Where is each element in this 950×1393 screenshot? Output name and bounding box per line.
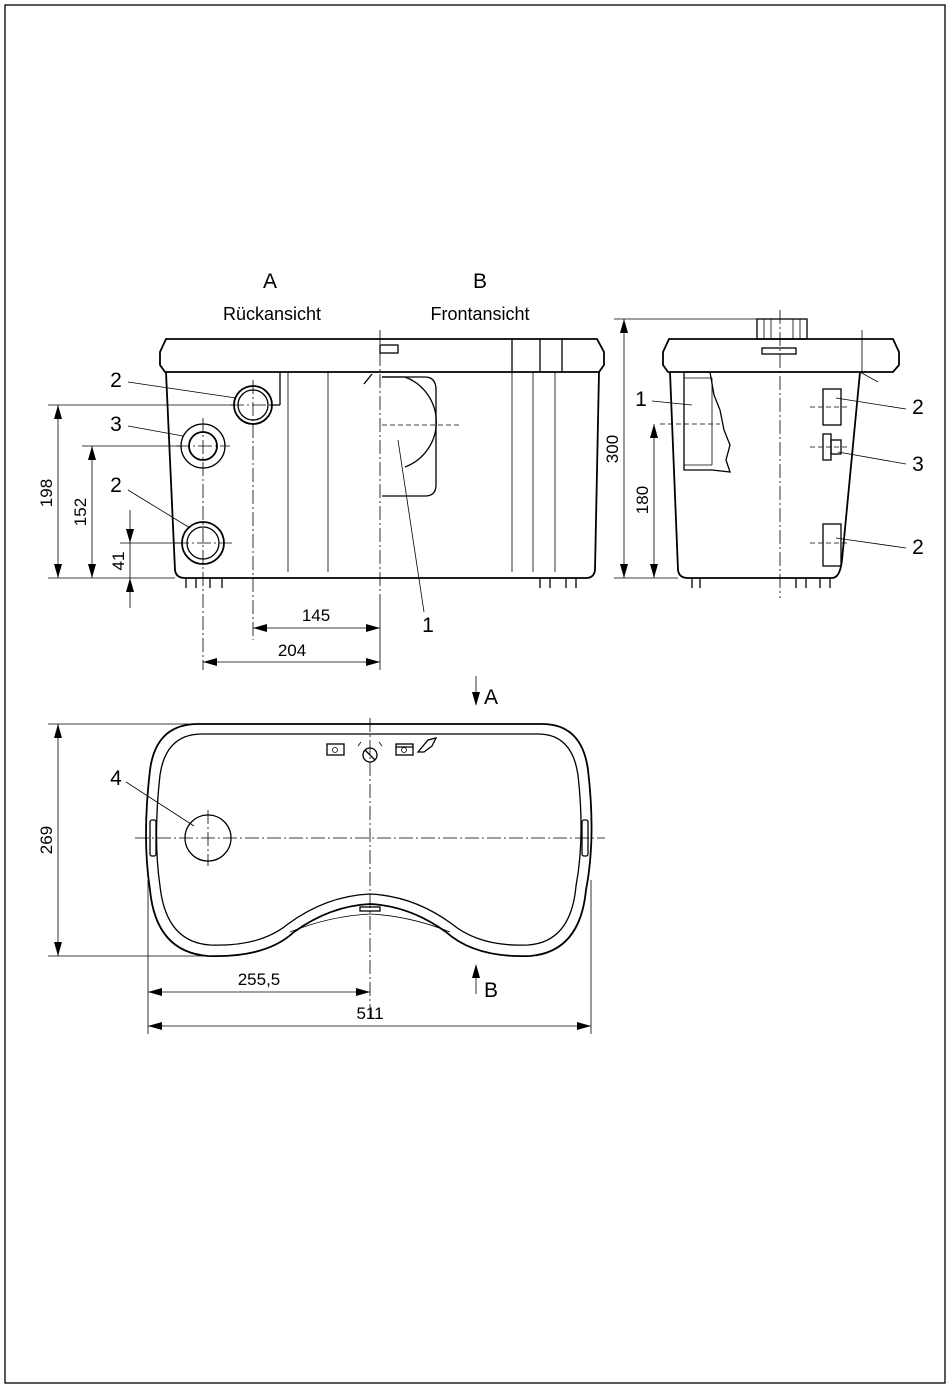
side-lid: [663, 339, 899, 372]
elevation-dimensions: 198 152 41 145 204: [37, 405, 380, 670]
view-arrow-b-label: B: [484, 979, 498, 1002]
lid-outline: [160, 339, 604, 372]
top-callouts: 4: [110, 767, 194, 826]
dim-300: 300: [603, 435, 622, 463]
dim-152: 152: [71, 498, 90, 526]
callout-side-3: 3: [912, 453, 924, 476]
view-arrow-a-label: A: [484, 686, 498, 709]
side-dimensions: 300 180: [603, 319, 757, 578]
top-view: [135, 718, 605, 1020]
lid-symbol-right-icon: [396, 744, 413, 755]
side-body: [670, 372, 860, 578]
lid-symbol-left-icon: [327, 744, 344, 755]
dim-511: 511: [356, 1004, 383, 1023]
side-view: [660, 310, 899, 598]
body-outline: [166, 372, 599, 578]
view-arrow-a: A: [472, 676, 498, 709]
callout-rear-3: 3: [110, 413, 122, 436]
dim-255-5: 255,5: [238, 970, 281, 989]
view-b-letter: B: [473, 270, 487, 293]
top-inner-outline: [157, 734, 582, 945]
side-callouts: 1 2 3 2: [635, 388, 924, 559]
side-port-bottom: [823, 524, 841, 566]
callout-side-1: 1: [635, 388, 647, 411]
dim-198: 198: [37, 479, 56, 507]
top-outer-outline: [146, 724, 592, 956]
view-arrow-b: B: [472, 964, 498, 1002]
dim-269: 269: [37, 826, 56, 854]
callout-side-2-bottom: 2: [912, 536, 924, 559]
callout-rear-2-top: 2: [110, 369, 122, 392]
callout-rear-2-bottom: 2: [110, 474, 122, 497]
elevation-view: [160, 330, 604, 670]
view-a-letter: A: [263, 270, 277, 293]
callout-front-1: 1: [422, 614, 434, 637]
callout-top-4: 4: [110, 767, 122, 790]
view-a-caption: Rückansicht: [223, 304, 321, 324]
callout-side-2-top: 2: [912, 396, 924, 419]
view-b-caption: Frontansicht: [430, 304, 529, 324]
side-pipe-cutaway: [684, 372, 730, 472]
dim-180: 180: [633, 486, 652, 514]
dim-145: 145: [302, 606, 330, 625]
dim-41: 41: [109, 552, 128, 571]
lid-tool-icon: [418, 738, 436, 752]
dim-204: 204: [278, 641, 306, 660]
side-top-connector: [757, 319, 807, 339]
